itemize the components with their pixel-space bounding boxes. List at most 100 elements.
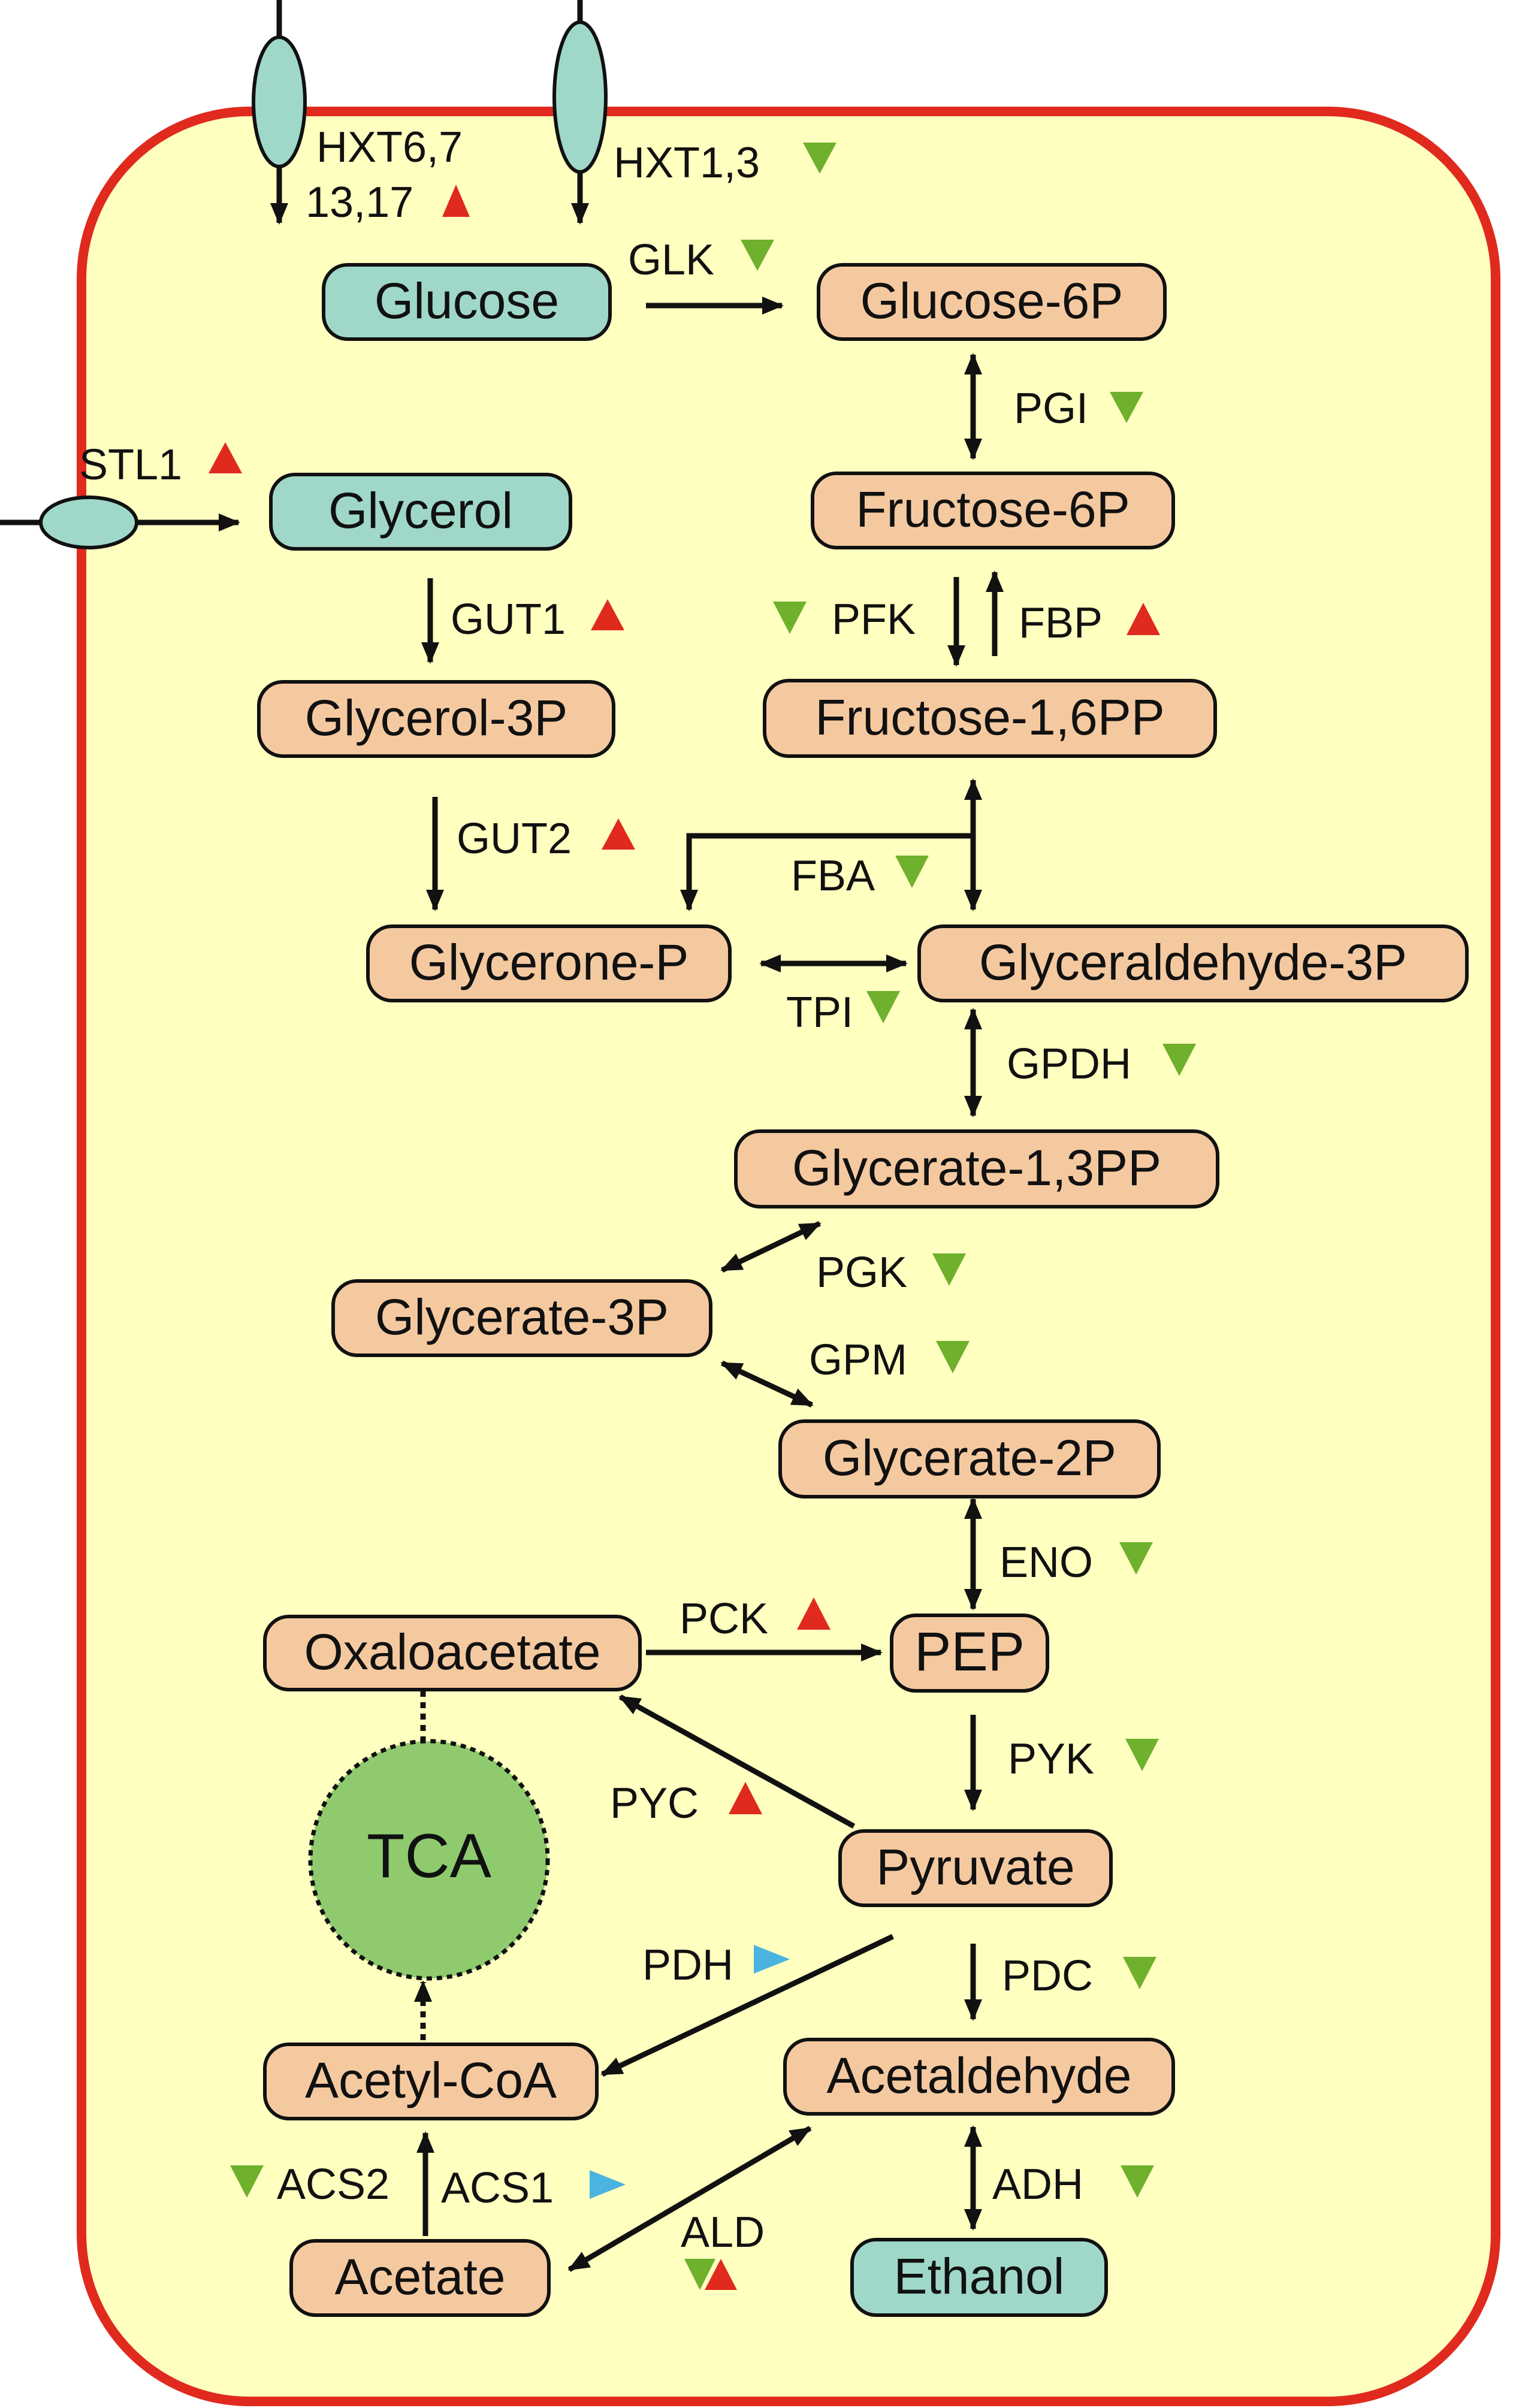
glucose-box	[322, 263, 612, 341]
gpdh-down-triangle-icon	[1162, 1044, 1196, 1076]
fbp-label: FBP	[1019, 599, 1103, 647]
glucose-6p-box	[817, 263, 1167, 341]
pyruvate-label: Pyruvate	[876, 1839, 1075, 1895]
glk-label: GLK	[628, 236, 714, 284]
pgi-label: PGI	[1014, 385, 1088, 433]
glyceraldehyde-3p-label: Glyceraldehyde-3P	[979, 934, 1407, 990]
fbp-up-triangle-icon	[1127, 603, 1160, 635]
tpi-down-triangle-icon	[866, 991, 900, 1023]
pgi-down-triangle-icon	[1110, 392, 1143, 423]
glycerate-13pp-box	[734, 1129, 1219, 1208]
acs2-down-triangle-icon	[230, 2165, 264, 2198]
pep-label: PEP	[914, 1621, 1025, 1682]
hxt6-up-triangle-icon	[442, 185, 470, 217]
regulation-markers	[209, 143, 1196, 2290]
hxt6-label-line2: 13,17	[306, 179, 413, 226]
hxt6-transporter-icon	[252, 35, 307, 168]
tpi-label: TPI	[786, 989, 853, 1037]
acetaldehyde-label: Acetaldehyde	[826, 2047, 1131, 2104]
enzyme-labels: HXT6,7 13,17 HXT1,3 GLK STL1 PGI GUT1 PF…	[79, 123, 1131, 2256]
glycerate-2p-box	[778, 1419, 1161, 1498]
acetyl-coa-box	[263, 2043, 599, 2120]
pck-label: PCK	[680, 1595, 768, 1643]
gut2-label: GUT2	[457, 815, 572, 863]
ethanol-box	[850, 2238, 1108, 2317]
stl1-up-triangle-icon	[209, 442, 242, 473]
ethanol-label: Ethanol	[894, 2248, 1065, 2304]
pdc-down-triangle-icon	[1123, 1957, 1156, 1989]
oxaloacetate-box	[263, 1615, 642, 1691]
glycerone-p-label: Glycerone-P	[409, 934, 689, 990]
gut1-label: GUT1	[451, 596, 566, 643]
fba-down-triangle-icon	[895, 856, 929, 888]
gpm-label: GPM	[809, 1336, 907, 1384]
pyk-label: PYK	[1008, 1735, 1094, 1783]
gpdh-label: GPDH	[1007, 1040, 1131, 1088]
acs1-unchanged-triangle-icon	[590, 2170, 626, 2199]
eno-down-triangle-icon	[1119, 1542, 1153, 1575]
pfk-down-triangle-icon	[773, 602, 807, 634]
eno-label: ENO	[999, 1539, 1093, 1587]
acs1-label: ACS1	[441, 2164, 554, 2212]
pgk-label: PGK	[816, 1249, 907, 1297]
hxt1-transporter-icon	[552, 20, 608, 174]
oxaloacetate-label: Oxaloacetate	[304, 1624, 601, 1680]
hxt6-label: HXT6,7	[316, 123, 463, 171]
pdh-label: PDH	[642, 1941, 733, 1989]
pyruvate-box	[838, 1829, 1113, 1907]
glycerate-3p-label: Glycerate-3P	[375, 1289, 669, 1345]
gpm-reaction-arrow	[720, 1360, 814, 1408]
gpm-down-triangle-icon	[936, 1341, 970, 1373]
adh-down-triangle-icon	[1121, 2165, 1154, 2198]
acetate-box	[289, 2239, 551, 2317]
tca-cycle	[308, 1739, 550, 1981]
hxt1-down-triangle-icon	[803, 143, 836, 174]
pyc-up-triangle-icon	[729, 1782, 762, 1814]
acetyl-coa-label: Acetyl-CoA	[305, 2052, 557, 2108]
fba-label: FBA	[791, 852, 875, 900]
ald-reaction-arrow	[567, 2126, 812, 2272]
ald-label: ALD	[681, 2208, 765, 2256]
glycerate-13pp-label: Glycerate-1,3PP	[792, 1140, 1161, 1196]
fba-branch-arrow	[680, 833, 973, 911]
glycerol-3p-label: Glycerol-3P	[305, 690, 568, 746]
pdh-unchanged-triangle-icon	[754, 1945, 790, 1974]
pgk-down-triangle-icon	[932, 1253, 966, 1286]
ald-up-triangle-icon	[705, 2259, 737, 2290]
glycerone-p-box	[366, 924, 732, 1002]
pep-box	[890, 1614, 1049, 1693]
glk-down-triangle-icon	[741, 240, 774, 271]
glyceraldehyde-3p-box	[917, 924, 1469, 1002]
glycerol-3p-box	[257, 680, 615, 758]
reaction-arrows	[0, 0, 1004, 2272]
hxt1-label: HXT1,3	[614, 139, 760, 187]
glycerol-box	[269, 473, 572, 551]
fructose-6p-label: Fructose-6P	[856, 481, 1130, 537]
stl1-transporter-icon	[39, 496, 138, 549]
gut1-up-triangle-icon	[591, 599, 624, 630]
stl1-label: STL1	[79, 441, 182, 489]
pyc-reaction-arrow	[618, 1694, 856, 1829]
acetate-label: Acetate	[335, 2249, 506, 2305]
pck-up-triangle-icon	[797, 1597, 831, 1630]
glycerate-3p-box	[331, 1279, 712, 1357]
glycerol-label: Glycerol	[328, 482, 513, 539]
pyk-down-triangle-icon	[1125, 1739, 1159, 1771]
tca-label: TCA	[367, 1821, 492, 1891]
fructose-6p-box	[811, 472, 1175, 549]
gut2-up-triangle-icon	[602, 818, 635, 850]
pgk-reaction-arrow	[720, 1220, 822, 1273]
adh-label: ADH	[992, 2161, 1083, 2208]
glucose-6p-label: Glucose-6P	[860, 273, 1124, 329]
metabolites: Glucose Glucose-6P Glycerol Fructose-6P …	[257, 263, 1469, 2317]
fructose-16pp-box	[763, 679, 1217, 758]
pfk-label: PFK	[832, 596, 916, 643]
glycerate-2p-label: Glycerate-2P	[823, 1430, 1116, 1486]
pyc-label: PYC	[610, 1779, 699, 1827]
glucose-label: Glucose	[375, 273, 559, 329]
fructose-16pp-label: Fructose-1,6PP	[815, 689, 1165, 745]
pdc-label: PDC	[1002, 1952, 1093, 2000]
acs2-label: ACS2	[277, 2161, 389, 2208]
pdh-reaction-arrow	[600, 1933, 894, 2077]
